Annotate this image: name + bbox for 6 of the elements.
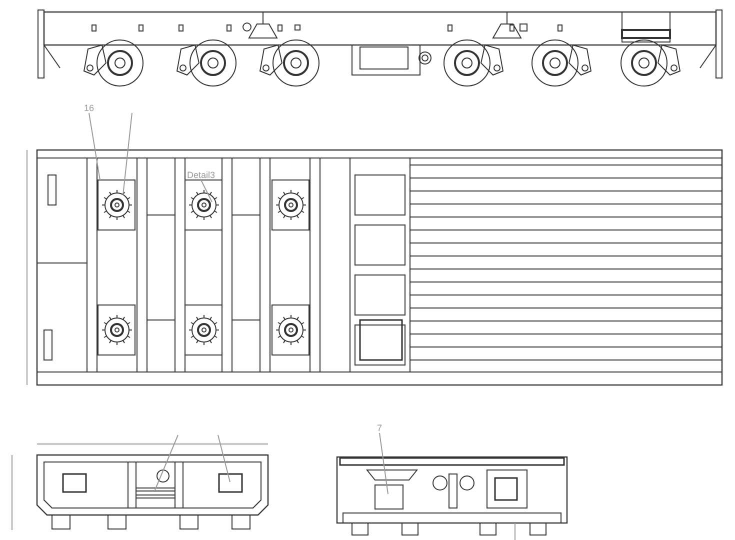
leader-line <box>88 112 100 180</box>
leader-line <box>379 432 388 494</box>
callout-label: 16 <box>84 104 94 113</box>
callout-label: Detail3 <box>187 171 216 180</box>
leader-line <box>200 180 212 202</box>
callout-label: 7 <box>377 424 382 433</box>
